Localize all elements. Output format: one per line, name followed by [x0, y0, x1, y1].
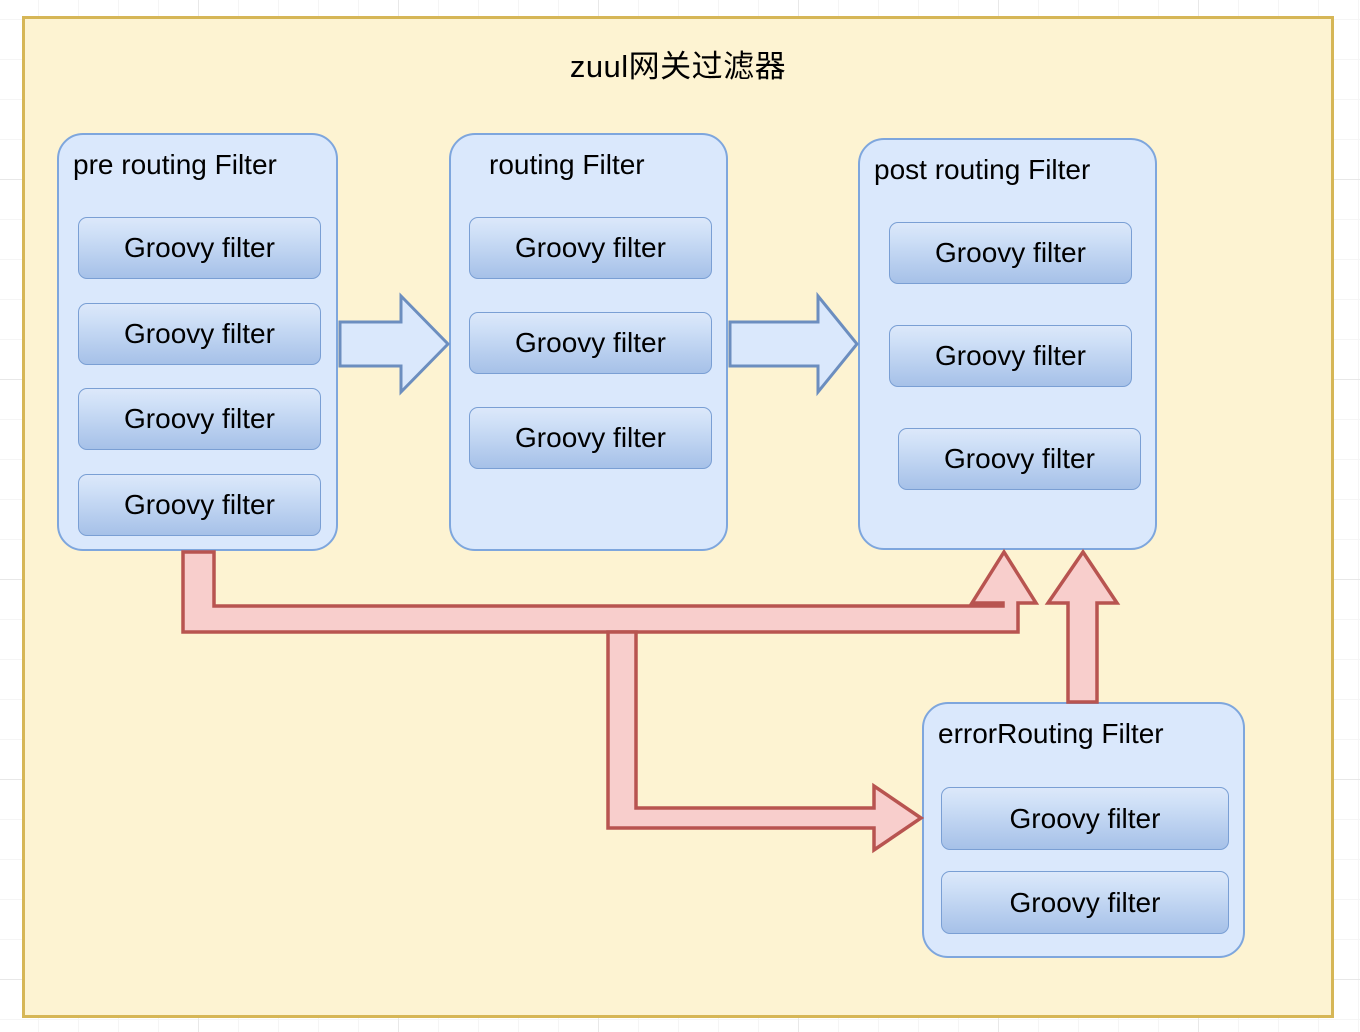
- groovy-filter-box[interactable]: Groovy filter: [941, 787, 1229, 850]
- groovy-filter-box[interactable]: Groovy filter: [469, 407, 712, 469]
- filter-group-post-routing[interactable]: post routing Filter Groovy filter Groovy…: [858, 138, 1157, 550]
- groovy-filter-box[interactable]: Groovy filter: [889, 222, 1132, 284]
- filter-group-pre-routing[interactable]: pre routing Filter Groovy filter Groovy …: [57, 133, 338, 551]
- groovy-filter-box[interactable]: Groovy filter: [898, 428, 1141, 490]
- groovy-filter-box[interactable]: Groovy filter: [78, 474, 321, 536]
- groovy-filter-box[interactable]: Groovy filter: [469, 217, 712, 279]
- filter-group-routing[interactable]: routing Filter Groovy filter Groovy filt…: [449, 133, 728, 551]
- groovy-filter-box[interactable]: Groovy filter: [78, 388, 321, 450]
- groovy-filter-box[interactable]: Groovy filter: [889, 325, 1132, 387]
- groovy-filter-box[interactable]: Groovy filter: [469, 312, 712, 374]
- groovy-filter-box[interactable]: Groovy filter: [78, 303, 321, 365]
- group-title-post-routing: post routing Filter: [874, 154, 1091, 185]
- groovy-filter-box[interactable]: Groovy filter: [941, 871, 1229, 934]
- page-title: zuul网关过滤器: [569, 49, 787, 84]
- group-title-pre-routing: pre routing Filter: [73, 149, 277, 180]
- filter-group-error-routing[interactable]: errorRouting Filter Groovy filter Groovy…: [922, 702, 1245, 958]
- group-title-routing: routing Filter: [489, 149, 645, 180]
- group-title-error-routing: errorRouting Filter: [938, 718, 1164, 749]
- groovy-filter-box[interactable]: Groovy filter: [78, 217, 321, 279]
